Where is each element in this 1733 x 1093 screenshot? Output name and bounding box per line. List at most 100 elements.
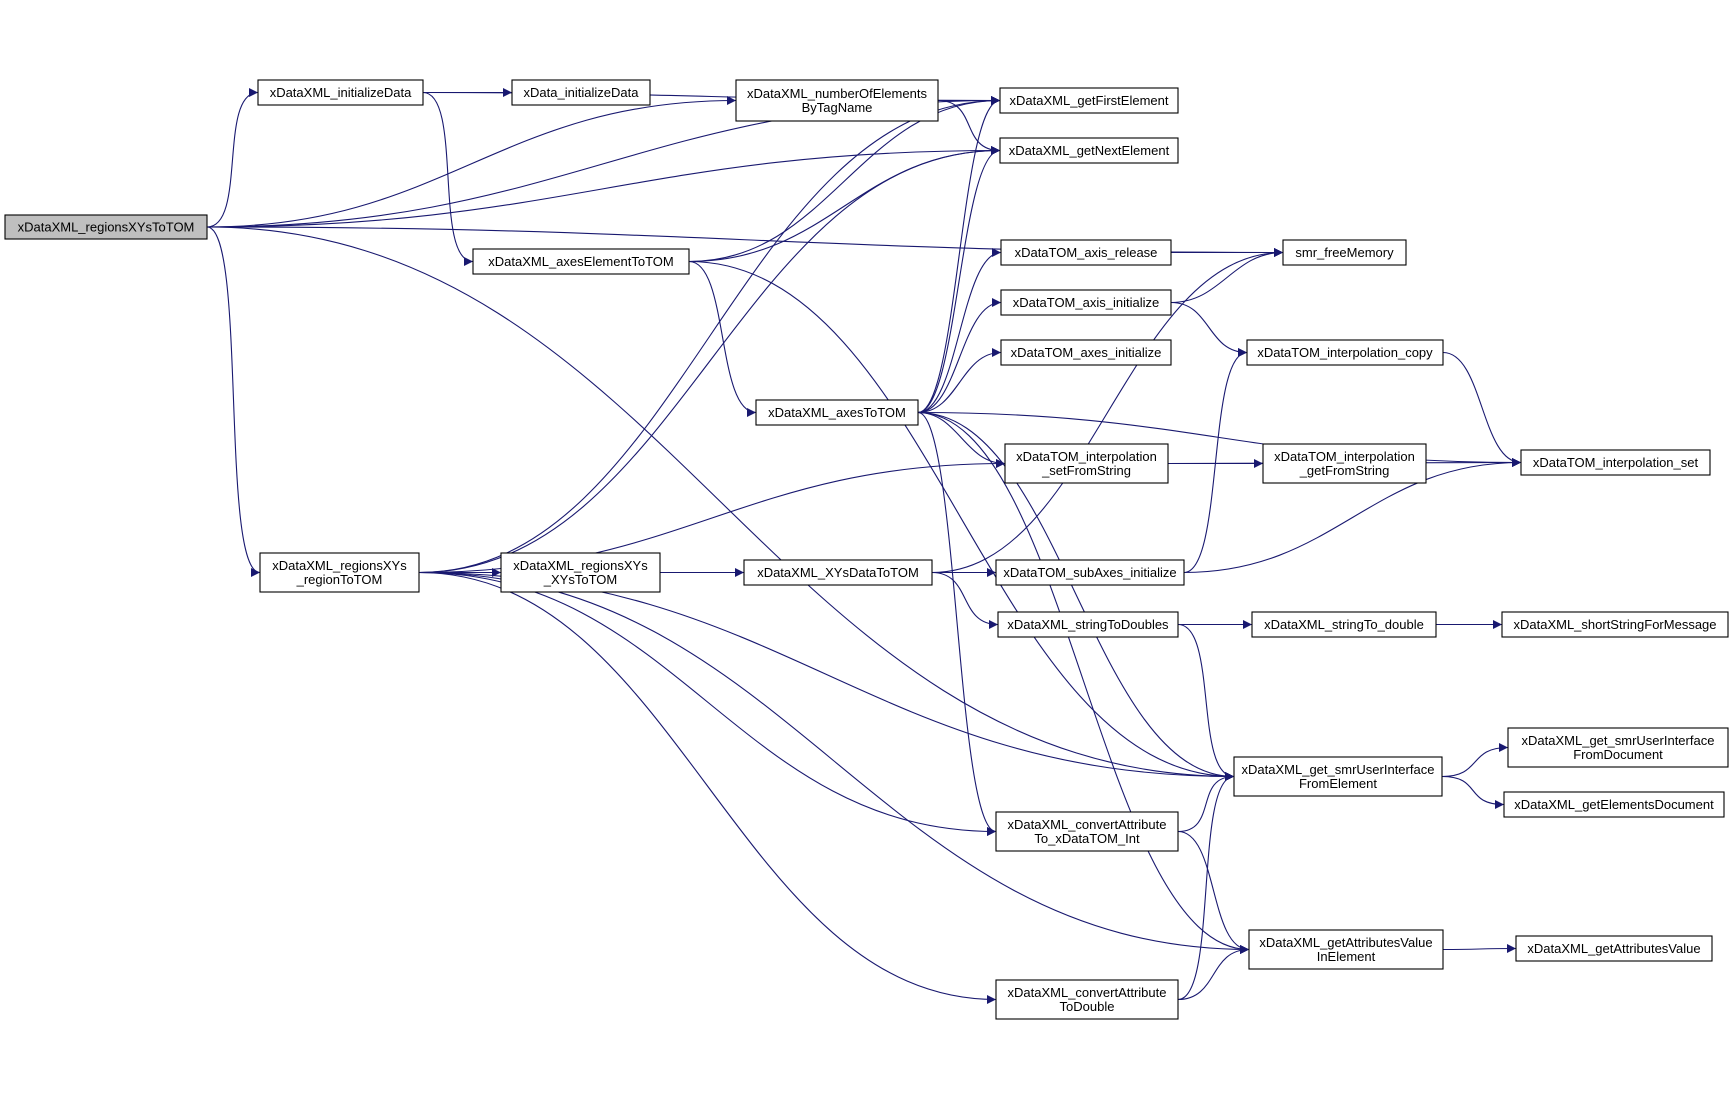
node-label-interp_setFromString-1: _setFromString: [1041, 463, 1131, 478]
call-edge-axis_initialize-to-interpolation_copy: [1170, 301, 1248, 357]
call-edge-XYsDataToTOM-to-freeMemory: [931, 248, 1284, 574]
node-stringTo_double[interactable]: xDataXML_stringTo_double: [1251, 611, 1437, 638]
node-label-region_regionToTOM-0: xDataXML_regionsXYs: [272, 558, 407, 573]
node-initializeData[interactable]: xDataXML_initializeData: [257, 79, 424, 106]
call-edge-axesToTOM-to-convertAttr_Int: [917, 411, 997, 836]
call-edge-region_regionToTOM-to-getFirstElement: [418, 96, 1001, 574]
node-label-region_regionToTOM-1: _regionToTOM: [296, 572, 383, 587]
node-label-convertAttr_Double-1: ToDouble: [1060, 999, 1115, 1014]
node-subAxes_initialize[interactable]: xDataTOM_subAxes_initialize: [995, 559, 1185, 586]
node-layer: xDataXML_regionsXYsToTOM xDataXML_initial…: [4, 79, 1729, 1020]
node-interpolation_copy[interactable]: xDataTOM_interpolation_copy: [1246, 339, 1444, 366]
node-axes_initialize[interactable]: xDataTOM_axes_initialize: [1000, 339, 1172, 366]
call-edge-root-to-region_regionToTOM: [206, 226, 261, 577]
node-box-stringTo_double: [1251, 611, 1437, 638]
node-axis_release[interactable]: xDataTOM_axis_release: [1000, 239, 1172, 266]
node-freeMemory[interactable]: smr_freeMemory: [1282, 239, 1407, 266]
node-label-interp_getFromString-1: _getFromString: [1299, 463, 1390, 478]
node-root[interactable]: xDataXML_regionsXYsToTOM: [4, 214, 208, 240]
node-label-axesElementToTOM-0: xDataXML_axesElementToTOM: [488, 254, 673, 269]
node-box-stringToDoubles: [997, 611, 1179, 638]
node-box-getAttributesValue: [1515, 935, 1713, 962]
node-axesElementToTOM[interactable]: xDataXML_axesElementToTOM: [472, 248, 690, 275]
node-label-axis_release-0: xDataTOM_axis_release: [1015, 245, 1158, 260]
call-edge-region_regionToTOM-to-getNextElement: [418, 146, 1001, 574]
node-box-subAxes_initialize: [995, 559, 1185, 586]
node-shortString[interactable]: xDataXML_shortStringForMessage: [1501, 611, 1729, 638]
node-box-interp_getFromString: [1262, 443, 1427, 484]
node-box-axis_release: [1000, 239, 1172, 266]
call-edge-initializeData-to-axesElementToTOM: [422, 91, 474, 266]
node-get_smrUI_FromDocument[interactable]: xDataXML_get_smrUserInterfaceFromDocumen…: [1507, 727, 1729, 768]
node-label-region_XYsToTOM-1: _XYsToTOM: [543, 572, 617, 587]
call-edge-numberOfElements-to-getNextElement: [937, 99, 1001, 155]
call-edge-axesToTOM-to-axes_initialize: [917, 348, 1002, 414]
node-XYsDataToTOM[interactable]: xDataXML_XYsDataToTOM: [743, 559, 933, 586]
node-box-get_smrUI_FromDocument: [1507, 727, 1729, 768]
node-getFirstElement[interactable]: xDataXML_getFirstElement: [999, 87, 1179, 114]
node-label-get_smrUI_FromElement-0: xDataXML_get_smrUserInterface: [1242, 762, 1435, 777]
node-label-interpolation_set-0: xDataTOM_interpolation_set: [1533, 455, 1699, 470]
call-edge-stringToDoubles-to-get_smrUI_FromElement: [1177, 623, 1235, 781]
node-label-interp_setFromString-0: xDataTOM_interpolation: [1016, 449, 1157, 464]
call-edge-axesElementToTOM-to-axesToTOM: [688, 260, 757, 417]
node-label-interpolation_copy-0: xDataTOM_interpolation_copy: [1257, 345, 1433, 360]
node-box-interpolation_set: [1520, 449, 1711, 476]
node-stringToDoubles[interactable]: xDataXML_stringToDoubles: [997, 611, 1179, 638]
node-box-convertAttr_Double: [995, 979, 1179, 1020]
call-edge-region_regionToTOM-to-convertAttr_Int: [418, 571, 997, 836]
call-edge-root-to-getNextElement: [206, 146, 1001, 228]
call-edge-convertAttr_Int-to-getAttributesValueInElement: [1177, 830, 1250, 954]
node-box-XYsDataToTOM: [743, 559, 933, 586]
node-label-initializeData-0: xDataXML_initializeData: [270, 85, 412, 100]
node-getAttributesValue[interactable]: xDataXML_getAttributesValue: [1515, 935, 1713, 962]
call-edge-getAttributesValueInElement-to-getAttributesValue: [1442, 944, 1517, 954]
node-label-getAttributesValue-0: xDataXML_getAttributesValue: [1527, 941, 1700, 956]
node-label-getElementsDocument-0: xDataXML_getElementsDocument: [1514, 797, 1714, 812]
node-label-numberOfElements-1: ByTagName: [802, 100, 873, 115]
node-label-root-0: xDataXML_regionsXYsToTOM: [18, 220, 195, 235]
node-label-getAttributesValueInElement-1: InElement: [1317, 949, 1376, 964]
call-edge-XYsDataToTOM-to-stringToDoubles: [931, 571, 999, 629]
node-interpolation_set[interactable]: xDataTOM_interpolation_set: [1520, 449, 1711, 476]
call-edge-axis_initialize-to-freeMemory: [1170, 248, 1284, 304]
node-label-get_smrUI_FromDocument-0: xDataXML_get_smrUserInterface: [1522, 733, 1715, 748]
node-box-convertAttr_Int: [995, 811, 1179, 852]
node-label-get_smrUI_FromDocument-1: FromDocument: [1573, 747, 1663, 762]
node-label-convertAttr_Double-0: xDataXML_convertAttribute: [1008, 985, 1167, 1000]
node-getNextElement[interactable]: xDataXML_getNextElement: [999, 137, 1179, 164]
node-label-subAxes_initialize-0: xDataTOM_subAxes_initialize: [1003, 565, 1176, 580]
node-axis_initialize[interactable]: xDataTOM_axis_initialize: [1000, 289, 1172, 316]
call-edge-region_regionToTOM-to-getAttributesValueInElement: [418, 571, 1250, 954]
node-axesToTOM[interactable]: xDataXML_axesToTOM: [755, 399, 919, 426]
call-edge-get_smrUI_FromElement-to-get_smrUI_FromDocument: [1441, 743, 1509, 778]
node-label-XYsDataToTOM-0: xDataXML_XYsDataToTOM: [757, 565, 919, 580]
node-region_regionToTOM[interactable]: xDataXML_regionsXYs_regionToTOM: [259, 552, 420, 593]
node-interp_setFromString[interactable]: xDataTOM_interpolation_setFromString: [1004, 443, 1169, 484]
call-edge-axesElementToTOM-to-getFirstElement: [688, 96, 1001, 263]
node-label-axis_initialize-0: xDataTOM_axis_initialize: [1013, 295, 1159, 310]
node-xData_initializeData[interactable]: xData_initializeData: [511, 79, 651, 106]
node-region_XYsToTOM[interactable]: xDataXML_regionsXYs_XYsToTOM: [500, 552, 661, 593]
node-interp_getFromString[interactable]: xDataTOM_interpolation_getFromString: [1262, 443, 1427, 484]
node-label-shortString-0: xDataXML_shortStringForMessage: [1513, 617, 1716, 632]
call-edge-get_smrUI_FromElement-to-getElementsDocument: [1441, 775, 1505, 809]
node-label-get_smrUI_FromElement-1: FromElement: [1299, 776, 1377, 791]
node-label-freeMemory-0: smr_freeMemory: [1295, 245, 1394, 260]
node-box-shortString: [1501, 611, 1729, 638]
call-edge-convertAttr_Int-to-get_smrUI_FromElement: [1177, 772, 1235, 833]
node-getElementsDocument[interactable]: xDataXML_getElementsDocument: [1503, 791, 1725, 818]
node-box-axis_initialize: [1000, 289, 1172, 316]
node-label-stringToDoubles-0: xDataXML_stringToDoubles: [1007, 617, 1169, 632]
node-box-getFirstElement: [999, 87, 1179, 114]
node-box-initializeData: [257, 79, 424, 106]
node-box-root: [4, 214, 208, 240]
node-box-region_regionToTOM: [259, 552, 420, 593]
node-label-convertAttr_Int-0: xDataXML_convertAttribute: [1008, 817, 1167, 832]
